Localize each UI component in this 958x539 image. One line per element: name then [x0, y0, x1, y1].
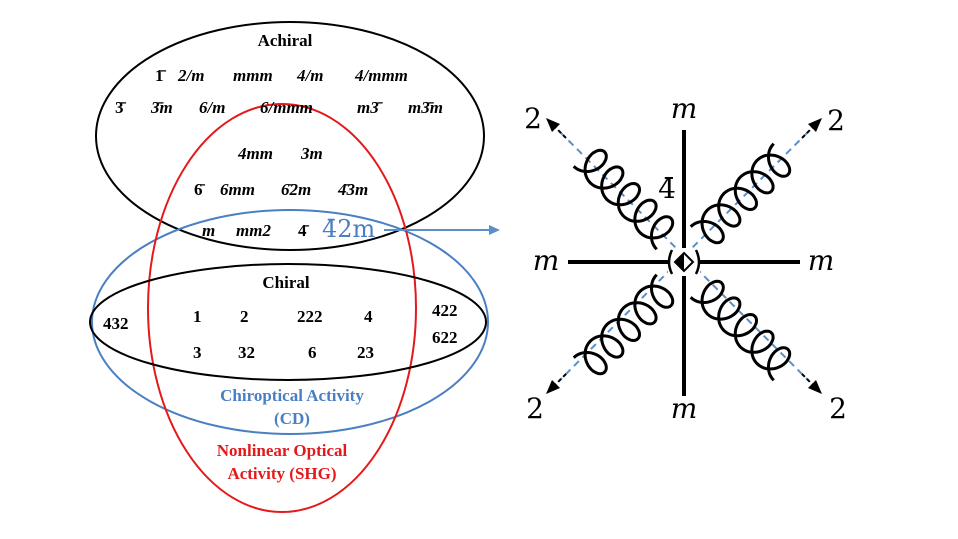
group-422: 422 [432, 301, 458, 320]
group-3bar-m: 3̄m [150, 98, 173, 117]
shg-caption-line1: Nonlinear Optical [217, 441, 348, 460]
group-6-m: 6/m [199, 98, 225, 117]
helix-coil [572, 148, 675, 251]
mirror-label-top: m [671, 92, 698, 125]
chiral-row1: 1 2 222 4 [193, 307, 373, 326]
cd-ellipse [91, 209, 489, 435]
group-mm2: mm2 [236, 221, 271, 240]
group-4bar3m: 4̄3m [337, 180, 368, 199]
group-222: 222 [297, 307, 323, 326]
group-1: 1 [193, 307, 202, 326]
achiral-ellipse [95, 21, 485, 251]
group-432: 432 [103, 314, 129, 333]
axis-label-center: 4̄ [658, 172, 676, 205]
group-2: 2 [240, 307, 249, 326]
helix-bottom-right [689, 279, 792, 382]
group-4-m: 4/m [296, 66, 323, 85]
shg-ellipse [147, 103, 417, 513]
group-m: m [202, 221, 215, 240]
group-4: 4 [364, 307, 373, 326]
twofold-axis-diag1 [559, 131, 809, 381]
symmetry-diagram: m m m m 4̄ 2 2 2 2 [524, 92, 847, 425]
cd-caption-line1: Chiroptical Activity [220, 386, 364, 405]
group-4-mmm: 4/mmm [354, 66, 408, 85]
achiral-label: Achiral [258, 31, 313, 50]
group-1bar: 1̄ [155, 66, 167, 85]
chiral-label: Chiral [262, 273, 310, 292]
helix-coil [689, 142, 792, 245]
helix-bottom-left [572, 273, 675, 376]
mirror-label-bottom: m [671, 392, 698, 425]
cd-caption-line2: (CD) [274, 409, 310, 428]
mirror-label-right: m [808, 244, 835, 277]
helix-coil [689, 279, 792, 382]
helix-top-right [689, 142, 792, 245]
group-mmm: mmm [233, 66, 273, 85]
group-4bar: 4̄ [298, 221, 310, 240]
chiral-row2: 3 32 6 23 [193, 343, 374, 362]
group-4bar2m-highlight: 4̄2m [322, 215, 376, 243]
group-6mm: 6mm [220, 180, 255, 199]
group-3bar: 3̄ [115, 98, 127, 117]
mirror-label-left: m [533, 244, 560, 277]
group-622: 622 [432, 328, 458, 347]
twofold-label-br: 2 [829, 392, 847, 425]
twofold-label-tr: 2 [827, 104, 845, 137]
group-m3bar: m3̄ [357, 98, 384, 117]
group-6bar2m: 6̄2m [281, 180, 311, 199]
shg-caption-line2: Activity (SHG) [227, 464, 336, 483]
connector-arrow [384, 225, 500, 235]
group-4mm: 4mm [237, 144, 273, 163]
group-2-m: 2/m [177, 66, 204, 85]
achiral-row2: 3̄ 3̄m 6/m 6/mmm m3̄ m3̄m [115, 98, 443, 117]
group-6-mmm: 6/mmm [260, 98, 313, 117]
group-6: 6 [308, 343, 317, 362]
helix-top-left [572, 148, 675, 251]
chiral-ellipse [89, 263, 487, 381]
twofold-label-bl: 2 [526, 392, 544, 425]
group-32: 32 [238, 343, 255, 362]
group-6bar: 6̄ [194, 180, 206, 199]
helix-coil [572, 273, 675, 376]
group-3m: 3m [300, 144, 323, 163]
achiral-shg-rows: 4mm 3m 6̄ 6mm 6̄2m 4̄3m [194, 144, 368, 199]
group-3: 3 [193, 343, 202, 362]
group-23: 23 [357, 343, 374, 362]
twofold-label-tl: 2 [524, 102, 542, 135]
twofold-arrows [546, 118, 822, 394]
achiral-row1: 1̄ 2/m mmm 4/m 4/mmm [155, 66, 408, 85]
group-m3bar-m: m3̄m [408, 98, 443, 117]
achiral-cd-shg-row: m mm2 4̄ 4̄2m [202, 215, 376, 243]
